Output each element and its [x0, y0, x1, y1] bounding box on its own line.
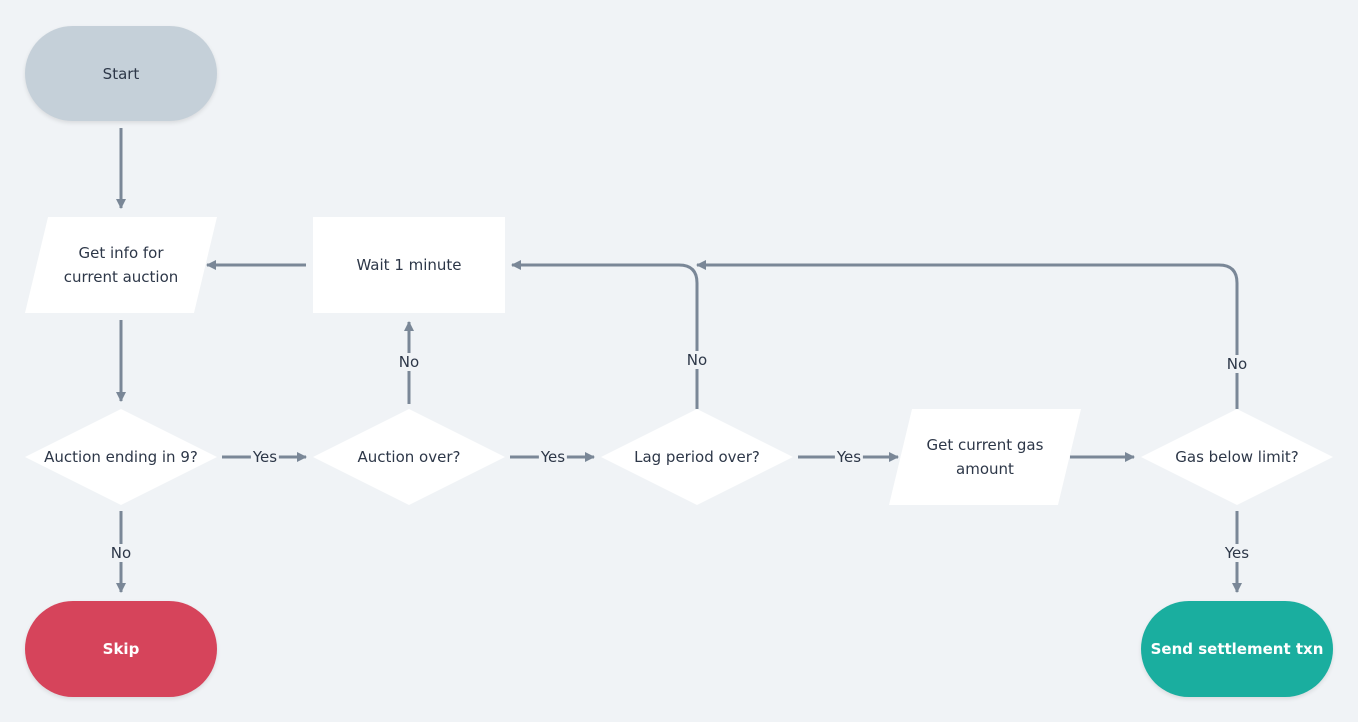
- edge-lag-no: [511, 260, 699, 409]
- skip-node: Skip: [25, 601, 217, 697]
- get-info-node: Get info for current auction: [25, 217, 217, 313]
- start-node: Start: [25, 26, 217, 121]
- edge-label-ending-no: No: [108, 544, 134, 562]
- get-gas-node: Get current gas amount: [889, 409, 1081, 505]
- edge-label-gas-yes: Yes: [1222, 544, 1252, 562]
- edge-label-over-yes: Yes: [538, 448, 568, 466]
- get-gas-label: Get current gas amount: [926, 436, 1044, 478]
- get-info-label: Get info for current auction: [63, 244, 179, 286]
- edge-label-ending-yes: Yes: [250, 448, 280, 466]
- edge-gas-no: [696, 260, 1239, 409]
- wait-node: Wait 1 minute: [313, 217, 505, 313]
- edge-label-lag-yes: Yes: [834, 448, 864, 466]
- send-settlement-node: Send settlement txn: [1141, 601, 1333, 697]
- edge-label-gas-no: No: [1224, 355, 1250, 373]
- edge-label-over-no: No: [396, 353, 422, 371]
- edge-label-lag-no: No: [684, 351, 710, 369]
